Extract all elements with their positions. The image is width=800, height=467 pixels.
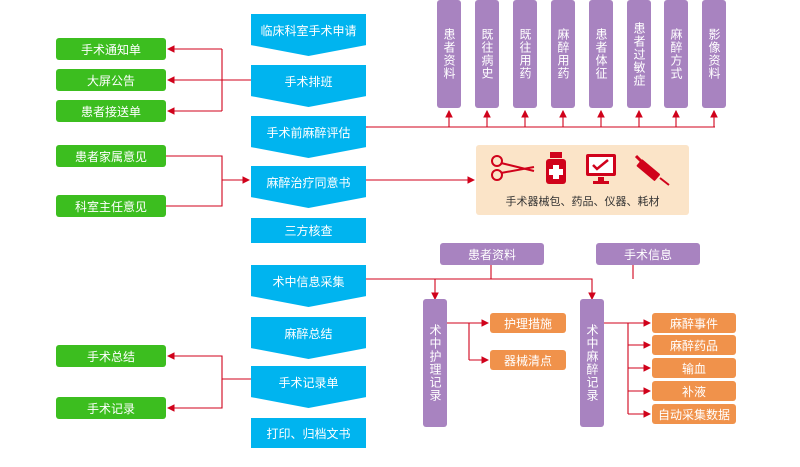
step-label: 手术记录单 [278,376,339,390]
step-label: 麻醉总结 [284,327,333,341]
tools-label: 手术器械包、药品、仪器、耗材 [505,195,660,208]
input-patient-info: 患者资料 [437,0,461,108]
step-tripartite-check: 三方核查 [251,218,366,243]
label: 器械清点 [503,353,552,368]
input-label: 麻醉方式 [669,28,683,80]
medicine-bottle-icon [546,152,566,184]
intraop-nursing-record: 术中护理记录 [423,299,447,427]
step-label: 手术排班 [284,75,333,89]
input-label: 患者资料 [442,28,456,80]
output-surgery-notice: 手术通知单 [56,38,166,60]
step-scheduling: 手术排班 [251,65,366,107]
step-label: 临床科室手术申请 [260,24,357,38]
syringe-icon [634,154,670,186]
step-label: 麻醉治疗同意书 [266,176,351,190]
output-label: 患者接送单 [80,104,141,119]
input-anesthesia-method: 麻醉方式 [664,0,688,108]
label: 手术信息 [623,247,672,262]
scissors-icon [491,155,535,181]
intraop-patient-info: 患者资料 [440,243,544,265]
input-label: 影像资料 [707,28,721,80]
input-label: 患者体征 [594,28,608,80]
input-allergies: 患者过敏症 [627,0,651,108]
label: 患者资料 [467,247,516,262]
output-label: 手术总结 [86,349,135,364]
label: 术中护理记录 [428,324,442,402]
label: 补液 [681,384,706,399]
monitor-icon [586,154,616,184]
output-screen-announcement: 大屏公告 [56,69,166,91]
input-medical-history: 既往病史 [475,0,499,108]
output-label: 患者家属意见 [74,149,147,164]
step-label: 打印、归档文书 [266,426,351,441]
label: 护理措施 [503,316,552,331]
label: 麻醉事件 [669,316,718,331]
anesthesia-item-drugs: 麻醉药品 [652,335,736,355]
intraop-anesthesia-record: 术中麻醉记录 [580,299,604,427]
input-director-opinion: 科室主任意见 [56,195,166,217]
step-label: 手术前麻醉评估 [266,126,351,140]
anesthesia-item-fluids: 补液 [652,381,736,401]
anesthesia-item-events: 麻醉事件 [652,313,736,333]
input-label: 患者过敏症 [632,21,646,87]
output-surgery-record: 手术记录 [56,397,166,419]
output-label: 大屏公告 [86,73,135,88]
label: 输血 [681,361,706,376]
anesthesia-item-auto-data: 自动采集数据 [652,404,736,424]
input-vital-signs: 患者体征 [589,0,613,108]
output-label: 手术通知单 [80,42,141,57]
output-label: 科室主任意见 [74,199,147,214]
input-imaging: 影像资料 [702,0,726,108]
input-label: 既往病史 [480,28,494,80]
anesthesia-item-transfusion: 输血 [652,358,736,378]
nursing-item-measures: 护理措施 [490,313,566,333]
tools-panel: 手术器械包、药品、仪器、耗材 [476,145,689,215]
input-label: 既往用药 [518,28,532,80]
input-anesthesia-drugs: 麻醉用药 [551,0,575,108]
intraop-surgery-info: 手术信息 [596,243,700,265]
input-label: 麻醉用药 [556,28,570,80]
label: 麻醉药品 [669,338,718,353]
input-medication-history: 既往用药 [513,0,537,108]
label: 自动采集数据 [657,407,730,422]
step-label: 术中信息采集 [272,275,345,289]
nursing-item-instrument-count: 器械清点 [490,350,566,370]
output-patient-transfer: 患者接送单 [56,100,166,122]
input-family-opinion: 患者家属意见 [56,145,166,167]
output-surgery-summary: 手术总结 [56,345,166,367]
step-label: 三方核查 [284,224,333,238]
step-print-archive: 打印、归档文书 [251,418,366,448]
label: 术中麻醉记录 [585,324,599,402]
output-label: 手术记录 [86,401,135,416]
